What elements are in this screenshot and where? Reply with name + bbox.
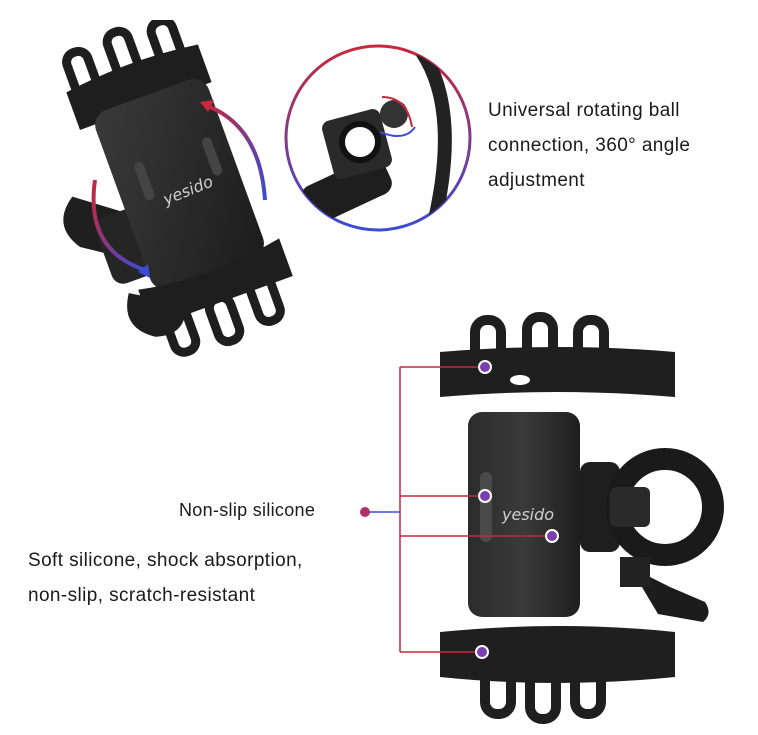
- callout-dot-top-icon: [478, 360, 492, 374]
- callout-dot-label-icon: [360, 507, 370, 517]
- soft-silicone-line-1: Soft silicone, shock absorption,: [28, 550, 303, 571]
- rotation-feature-text: Universal rotating ball connection, 360°…: [488, 93, 753, 198]
- callout-dot-back-icon: [545, 529, 559, 543]
- brand-logo: yesido: [501, 505, 554, 524]
- rotation-feature-line-3: adjustment: [488, 170, 585, 191]
- callout-dot-bottom-icon: [475, 645, 489, 659]
- rotation-arrow-left-icon: [91, 179, 146, 272]
- tilted-bike-phone-holder-image: yesido: [62, 20, 293, 357]
- ball-joint-detail-image: [284, 44, 472, 232]
- upright-bike-phone-holder-image: yesido: [440, 312, 724, 724]
- rotation-feature-line-1: Universal rotating ball: [488, 100, 680, 121]
- nonslip-silicone-label: Non-slip silicone: [179, 500, 316, 520]
- rotation-arrow-right-icon: [204, 103, 267, 201]
- rotation-feature-line-2: connection, 360° angle: [488, 135, 691, 156]
- soft-silicone-feature-text: Soft silicone, shock absorption, non-sli…: [28, 543, 373, 613]
- soft-silicone-line-2: non-slip, scratch-resistant: [28, 585, 256, 606]
- callout-dot-side-icon: [478, 489, 492, 503]
